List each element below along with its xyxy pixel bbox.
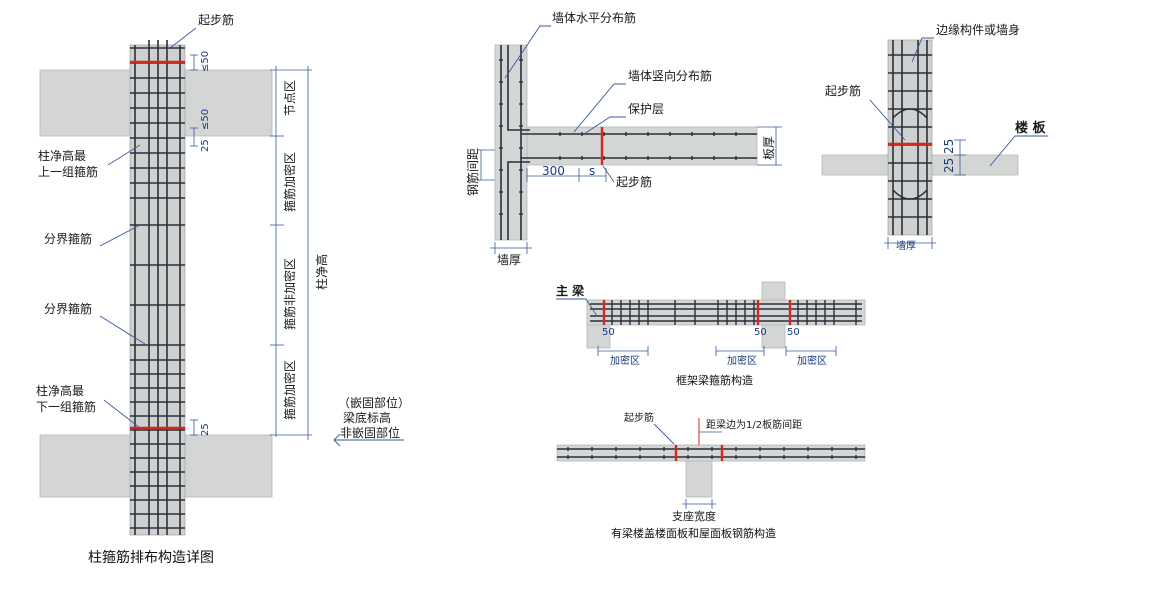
label-slab-thickness: 板厚	[762, 136, 776, 160]
label-slab: 楼 板	[1015, 120, 1047, 136]
slab-caption: 有梁楼盖楼面板和屋面板钢筋构造	[611, 526, 776, 540]
beam-dim-2: 50	[754, 327, 767, 338]
label-horizontal-bar: 墙体水平分布筋	[552, 10, 636, 25]
zone-node: 节点区	[283, 80, 297, 116]
dim-edge-25-a: 25	[942, 139, 956, 154]
label-slab-distance: 距梁边为1/2板筋间距	[706, 418, 802, 431]
label-slab-start-bar: 起步筋	[624, 411, 654, 424]
slab-bars	[557, 448, 865, 458]
dim-bottom-25: 25	[200, 423, 211, 436]
dim-s: s	[589, 164, 595, 178]
label-top-group-2: 上一组箍筋	[38, 164, 98, 179]
zone-dimension-chain	[270, 66, 312, 440]
beam-dense-zone-2: 加密区	[727, 354, 757, 367]
label-bottom-group-1: 柱净高最	[36, 383, 84, 398]
frame-beam-detail: 主 梁 50 50 50 加密区 加密区 加密区 框架梁箍筋构造	[556, 281, 866, 387]
column-caption: 柱箍筋排布构造详图	[88, 549, 214, 566]
zone-dense-bottom: 箍筋加密区	[282, 360, 297, 420]
label-wall-start-bar: 起步筋	[616, 174, 652, 189]
label-main-beam: 主 梁	[556, 283, 584, 298]
beam-dim-1: 50	[602, 327, 615, 338]
wall-vertical-body	[494, 44, 528, 241]
embed-note-1: （嵌固部位）	[338, 395, 410, 410]
label-edge-title: 边缘构件或墙身	[936, 22, 1020, 37]
beam-dense-zone-3: 加密区	[797, 354, 827, 367]
beam-dim-3: 50	[787, 327, 800, 338]
wall-horizontal-body	[526, 126, 758, 166]
beam-stirrups	[611, 300, 857, 325]
label-edge-wall-thickness: 墙厚	[896, 239, 916, 252]
zone-clear-height: 柱净高	[314, 254, 329, 290]
label-wall-thickness: 墙厚	[497, 253, 521, 267]
label-vertical-bar: 墙体竖向分布筋	[628, 68, 712, 83]
label-bar-spacing: 钢筋间距	[465, 148, 480, 196]
label-edge-start-bar: 起步筋	[825, 83, 861, 98]
slab-detail: 起步筋 距梁边为1/2板筋间距 支座宽度 有梁楼盖楼面板和屋面板钢筋构造	[556, 411, 866, 540]
column-start-bar-label: 起步筋	[198, 12, 234, 27]
wall-bar-dots	[499, 59, 737, 215]
column-stirrups	[130, 47, 185, 529]
label-divider-1: 分界箍筋	[44, 231, 92, 246]
label-cover: 保护层	[628, 102, 664, 116]
edge-wall-body	[887, 39, 933, 236]
label-support-width: 支座宽度	[672, 509, 716, 523]
beam-dense-zone-1: 加密区	[610, 354, 640, 367]
edge-stirrups	[888, 54, 932, 218]
dim-mid-25: 25	[200, 139, 211, 152]
wall-t-detail: 墙体水平分布筋 墙体竖向分布筋 保护层 起步筋 300 s 钢筋间距 墙厚 板厚	[465, 10, 782, 267]
dim-edge-25-b: 25	[942, 158, 956, 173]
column-detail: 起步筋 ≤50 ≤50 25 25 柱净高最 上一组箍筋 分界箍筋 分界箍筋 柱…	[36, 12, 410, 566]
label-divider-2: 分界箍筋	[44, 301, 92, 316]
dim-mid-le50: ≤50	[200, 109, 211, 130]
label-top-group-1: 柱净高最	[38, 148, 86, 163]
dim-top-le50: ≤50	[200, 51, 211, 72]
edge-member-detail: 边缘构件或墙身 起步筋 楼 板 25 25 墙厚	[821, 22, 1048, 252]
embed-note-3: 非嵌固部位	[340, 425, 400, 440]
zone-non-dense: 箍筋非加密区	[282, 258, 297, 330]
beam-caption: 框架梁箍筋构造	[676, 373, 753, 387]
dim-300: 300	[542, 164, 565, 178]
slab-body	[556, 444, 866, 462]
label-bottom-group-2: 下一组箍筋	[36, 399, 96, 414]
slab-bar-dots	[567, 447, 857, 459]
edge-hook	[892, 108, 928, 119]
edge-hook	[892, 189, 928, 200]
embed-note-2: 梁底标高	[343, 410, 391, 425]
zone-dense-top: 箍筋加密区	[282, 152, 297, 212]
